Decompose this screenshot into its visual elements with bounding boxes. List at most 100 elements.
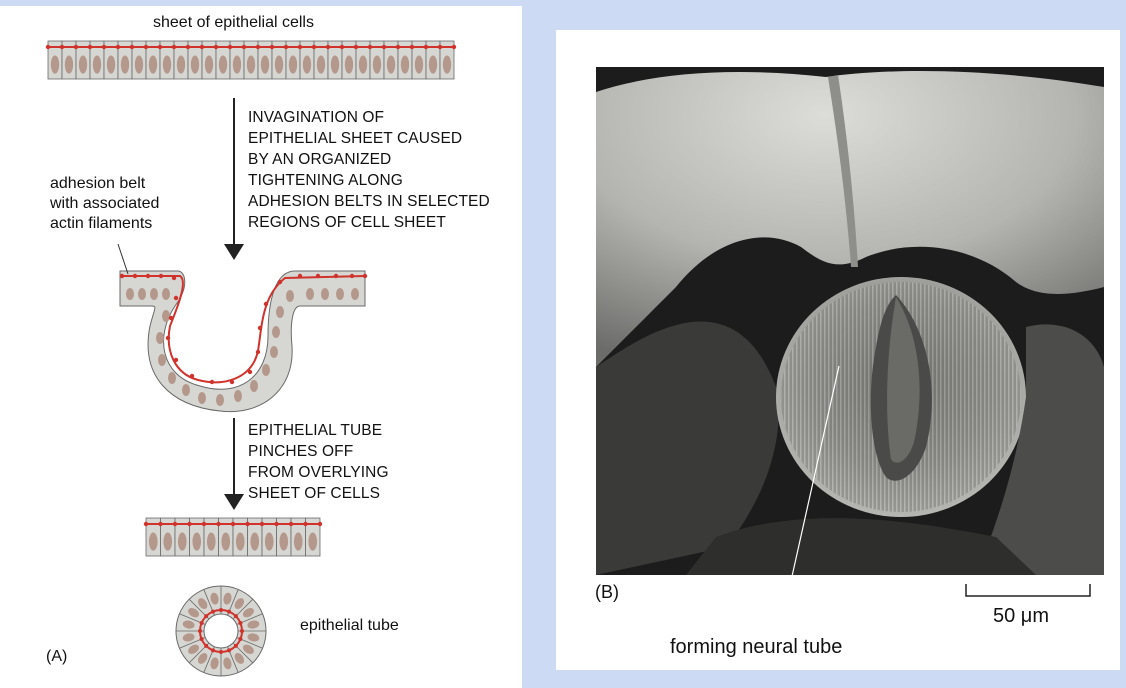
adhesion-dot [451,44,457,50]
adhesion-dot [87,44,93,50]
adhesion-dot [333,273,339,279]
adhesion-dot [238,637,243,642]
overlying-sheet [143,517,323,557]
panel-a-label: (A) [46,648,68,665]
adhesion-dot [259,521,265,527]
adhesion-dot [129,44,135,50]
adhesion-dot [230,521,236,527]
scale-bar [965,584,1091,597]
nucleus [400,55,410,74]
nucleus [293,532,303,551]
adhesion-dot [381,44,387,50]
nucleus [182,633,195,642]
nucleus [210,592,219,605]
nucleus [250,380,258,392]
adhesion-dot [233,614,238,619]
adhesion-dot [229,379,235,385]
nucleus [246,55,256,74]
adhesion-dot [409,44,415,50]
step1-line-3: BY AN ORGANIZED [248,151,392,168]
adhesion-dot [101,44,107,50]
adhesion-dot [241,44,247,50]
nucleus [308,532,318,551]
nucleus [198,392,206,404]
nucleus [204,55,214,74]
adhesion-dot [158,521,163,527]
nucleus [192,532,202,551]
adhesion-belt [120,275,366,384]
adhesion-dot [145,273,151,279]
nucleus [156,332,164,344]
flat-epithelial-sheet [45,40,457,80]
nucleus [321,288,329,300]
adhesion-dot [227,609,232,614]
nucleus [242,607,254,618]
nucleus [235,532,245,551]
adhesion-dot [199,620,204,625]
adhesion-dot [59,44,65,50]
nucleus [188,644,200,655]
nucleus [188,607,200,618]
adhesion-dot [245,521,250,527]
nucleus [274,55,284,74]
nucleus [242,644,254,655]
nucleus [106,55,116,74]
step2-line-4: SHEET OF CELLS [248,485,381,502]
adhesion-dot [240,629,244,633]
nucleus [138,288,146,300]
nucleus [223,657,232,670]
nucleus [247,620,260,629]
nucleus [276,306,284,318]
top-title: sheet of epithelial cells [153,14,314,31]
nucleus [197,598,208,610]
nucleus [260,55,270,74]
adhesion-dot [247,369,253,375]
nucleus [150,288,158,300]
step2-line-2: PINCHES OFF [248,443,354,460]
nucleus [64,55,74,74]
adhesion-label-3: actin filaments [50,215,153,232]
adhesion-dot [198,629,202,633]
nucleus [442,55,452,74]
nucleus [148,55,158,74]
nucleus [234,390,242,402]
nucleus [221,532,231,551]
nucleus [78,55,88,74]
adhesion-dot [339,44,345,50]
tube-label: epithelial tube [300,617,399,634]
adhesion-dot [227,648,232,653]
nucleus [358,55,368,74]
adhesion-dot [115,44,121,50]
nucleus [216,394,224,406]
nucleus [306,288,314,300]
nucleus [234,598,245,610]
nucleus [414,55,424,74]
nucleus [264,532,274,551]
nucleus [158,354,166,366]
nucleus [206,532,216,551]
adhesion-dot [277,279,283,285]
nucleus [162,310,170,322]
scale-label: 50 μm [993,605,1049,627]
adhesion-dot [437,44,443,50]
adhesion-dot [168,315,174,321]
nucleus [126,288,134,300]
adhesion-dot [255,349,261,355]
nucleus [288,55,298,74]
adhesion-dot [269,44,275,50]
adhesion-dot [187,521,192,527]
epithelial-tube-ring [175,585,267,677]
adhesion-dot [210,609,215,614]
adhesion-dot [189,373,195,379]
nucleus [182,620,195,629]
step2-line-1: EPITHELIAL TUBE [248,422,383,439]
nucleus [50,55,60,74]
nucleus [190,55,200,74]
adhesion-dot [119,273,125,279]
adhesion-dot [204,643,209,648]
nucleus [286,290,294,302]
nucleus [262,364,270,376]
nucleus [168,372,176,384]
nucleus [177,532,187,551]
nucleus [330,55,340,74]
